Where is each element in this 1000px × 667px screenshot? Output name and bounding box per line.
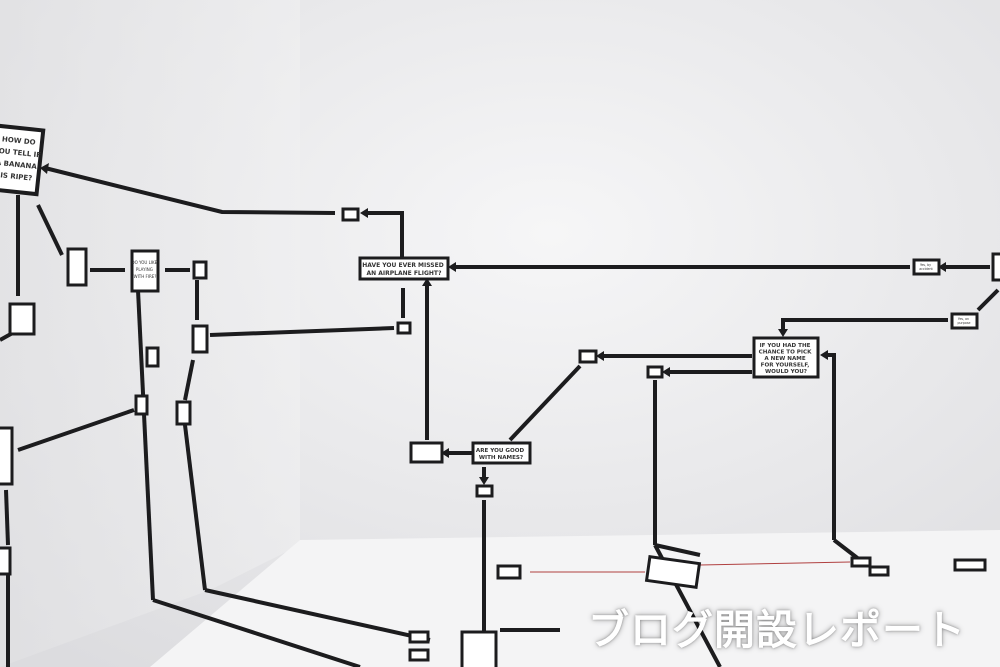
- svg-text:HAVE YOU EVER MISSED AN: HAVE YOU EVER MISSED AN AIRPLANE FLIGHT?: [362, 262, 446, 277]
- floor-thin-lines: [530, 561, 851, 573]
- banana-line: HOW DO: [2, 135, 36, 146]
- fire-line: PLAYING: [136, 267, 153, 272]
- new-name-line: IF YOU HAD THE: [760, 343, 811, 349]
- yes-purpose-line: purpose: [958, 321, 971, 325]
- yes-accident-line: accident: [919, 267, 933, 271]
- new-name-line: FOR YOURSELF,: [761, 363, 810, 369]
- box-yes-purpose: Yes, on purpose: [950, 312, 979, 330]
- svg-text:DO YOU LIKE PLAYING: DO YOU LIKE PLAYING WITH FIRE?: [132, 260, 159, 279]
- svg-text:IF YOU HAD THE CHANCE TO: IF YOU HAD THE CHANCE TO PICK A NEW NAME…: [759, 343, 814, 375]
- box-fire: DO YOU LIKE PLAYING WITH FIRE?: [130, 249, 160, 293]
- small-boxes: [0, 207, 1000, 667]
- overlay-title: ブログ開設レポート: [588, 606, 966, 654]
- banana-line: IS RIPE?: [0, 171, 33, 182]
- good-names-line: WITH NAMES?: [479, 455, 523, 461]
- box-yes-accident: Yes, by accident: [912, 258, 941, 276]
- side-wall: [0, 0, 300, 667]
- svg-text:Yes, by accident: Yes, by accident: [919, 263, 933, 271]
- airplane-line: AN AIRPLANE FLIGHT?: [367, 270, 443, 277]
- new-name-line: CHANCE TO PICK: [759, 350, 812, 356]
- new-name-line: WOULD YOU?: [765, 369, 807, 375]
- flow-lines: [0, 166, 1000, 667]
- banana-line: YOU TELL IF: [0, 146, 42, 159]
- box-good-names: ARE YOU GOOD WITH NAMES?: [471, 441, 532, 465]
- arrowheads: [40, 163, 946, 485]
- svg-text:HOW DO YOU TELL IF: HOW DO YOU TELL IF A BANANA IS RIPE?: [0, 134, 45, 183]
- fire-line: WITH FIRE?: [134, 274, 157, 279]
- svg-text:ARE YOU GOOD WITH NAMES?: ARE YOU GOOD WITH NAMES?: [476, 448, 526, 461]
- svg-text:Yes, on purpose: Yes, on purpose: [958, 317, 971, 325]
- box-new-name: IF YOU HAD THE CHANCE TO PICK A NEW NAME…: [752, 336, 820, 379]
- airplane-line: HAVE YOU EVER MISSED: [362, 262, 444, 269]
- fire-line: DO YOU LIKE: [132, 260, 158, 265]
- floor: [150, 530, 1000, 667]
- yes-accident-line: Yes, by: [920, 263, 931, 267]
- yes-purpose-line: Yes, on: [958, 317, 969, 321]
- banana-line: A BANANA: [0, 159, 38, 171]
- new-name-line: A NEW NAME: [764, 356, 805, 362]
- box-airplane: HAVE YOU EVER MISSED AN AIRPLANE FLIGHT?: [358, 256, 450, 281]
- good-names-line: ARE YOU GOOD: [476, 448, 525, 454]
- box-banana: HOW DO YOU TELL IF A BANANA IS RIPE?: [0, 123, 46, 197]
